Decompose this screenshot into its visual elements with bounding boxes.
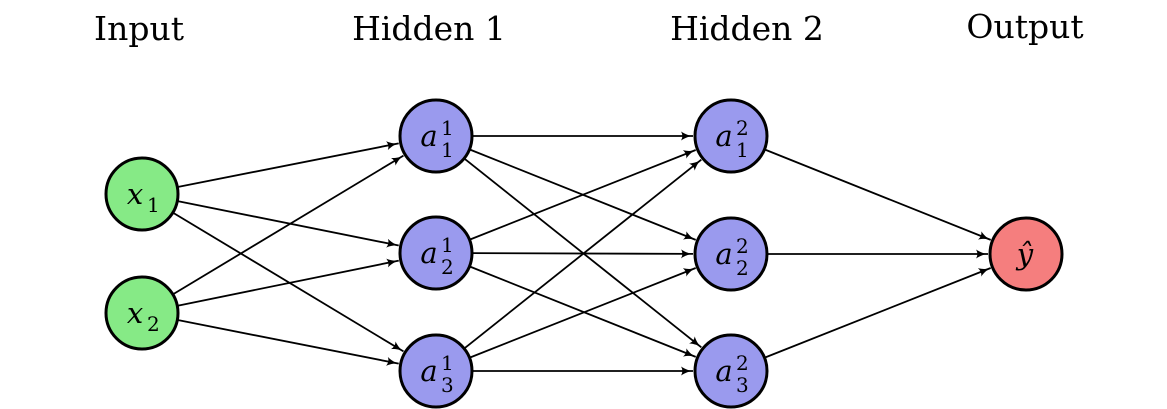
node-label-hidden1-2: a xyxy=(420,236,437,270)
node-superscript-hidden2-3: 2 xyxy=(736,351,749,375)
edge-input-1-to-hidden1-1 xyxy=(178,141,399,188)
node-superscript-hidden1-1: 1 xyxy=(441,116,454,140)
node-hidden2-3 xyxy=(693,333,769,409)
node-label-hidden2-2: a xyxy=(715,237,732,271)
node-superscript-hidden1-2: 1 xyxy=(441,233,454,257)
node-subscript-hidden1-2: 2 xyxy=(441,255,454,279)
edge-hidden1-3-to-hidden2-1 xyxy=(464,158,702,349)
node-hidden1-3 xyxy=(398,333,474,409)
edge-input-2-to-hidden1-3 xyxy=(178,319,399,366)
edge-hidden2-3-to-output-1 xyxy=(765,267,992,359)
node-hidden2-2 xyxy=(693,216,769,292)
layer-header-output: Output xyxy=(966,7,1083,46)
layer-header-input: Input xyxy=(94,9,184,48)
node-subscript-hidden2-1: 1 xyxy=(736,138,749,162)
edge-input-1-to-hidden1-2 xyxy=(178,200,399,248)
node-subscript-hidden2-2: 2 xyxy=(736,256,749,280)
node-superscript-hidden2-1: 2 xyxy=(736,116,749,140)
node-subscript-input-1: 1 xyxy=(147,193,160,217)
node-input-1 xyxy=(104,156,180,232)
edge-hidden2-1-to-output-1 xyxy=(765,148,992,241)
node-label-hidden2-3: a xyxy=(715,354,732,388)
node-subscript-hidden2-3: 3 xyxy=(736,373,749,397)
layer-header-hidden2: Hidden 2 xyxy=(670,9,824,48)
node-hidden1-2 xyxy=(398,215,474,291)
node-input-2 xyxy=(104,275,180,351)
node-hidden2-1 xyxy=(693,98,769,174)
node-superscript-hidden1-3: 1 xyxy=(441,351,454,375)
node-subscript-hidden1-3: 3 xyxy=(441,373,454,397)
edge-hidden1-2-to-hidden2-1 xyxy=(470,149,697,241)
edge-input-2-to-hidden1-2 xyxy=(178,258,399,307)
node-label-input-2: x xyxy=(127,296,143,330)
node-label-hidden1-1: a xyxy=(420,119,437,153)
node-output-1 xyxy=(988,216,1064,292)
layer-header-hidden1: Hidden 1 xyxy=(352,9,506,48)
edge-hidden1-3-to-hidden2-2 xyxy=(470,267,697,359)
node-superscript-hidden2-2: 2 xyxy=(736,234,749,258)
node-label-output-1: ŷ xyxy=(1015,237,1034,271)
node-label-hidden2-1: a xyxy=(715,119,732,153)
node-hidden1-1 xyxy=(398,98,474,174)
node-subscript-input-2: 2 xyxy=(147,312,160,336)
edge-input-2-to-hidden1-1 xyxy=(173,154,404,295)
node-subscript-hidden1-1: 1 xyxy=(441,138,454,162)
node-label-hidden1-3: a xyxy=(420,354,437,388)
node-label-input-1: x xyxy=(127,177,143,211)
